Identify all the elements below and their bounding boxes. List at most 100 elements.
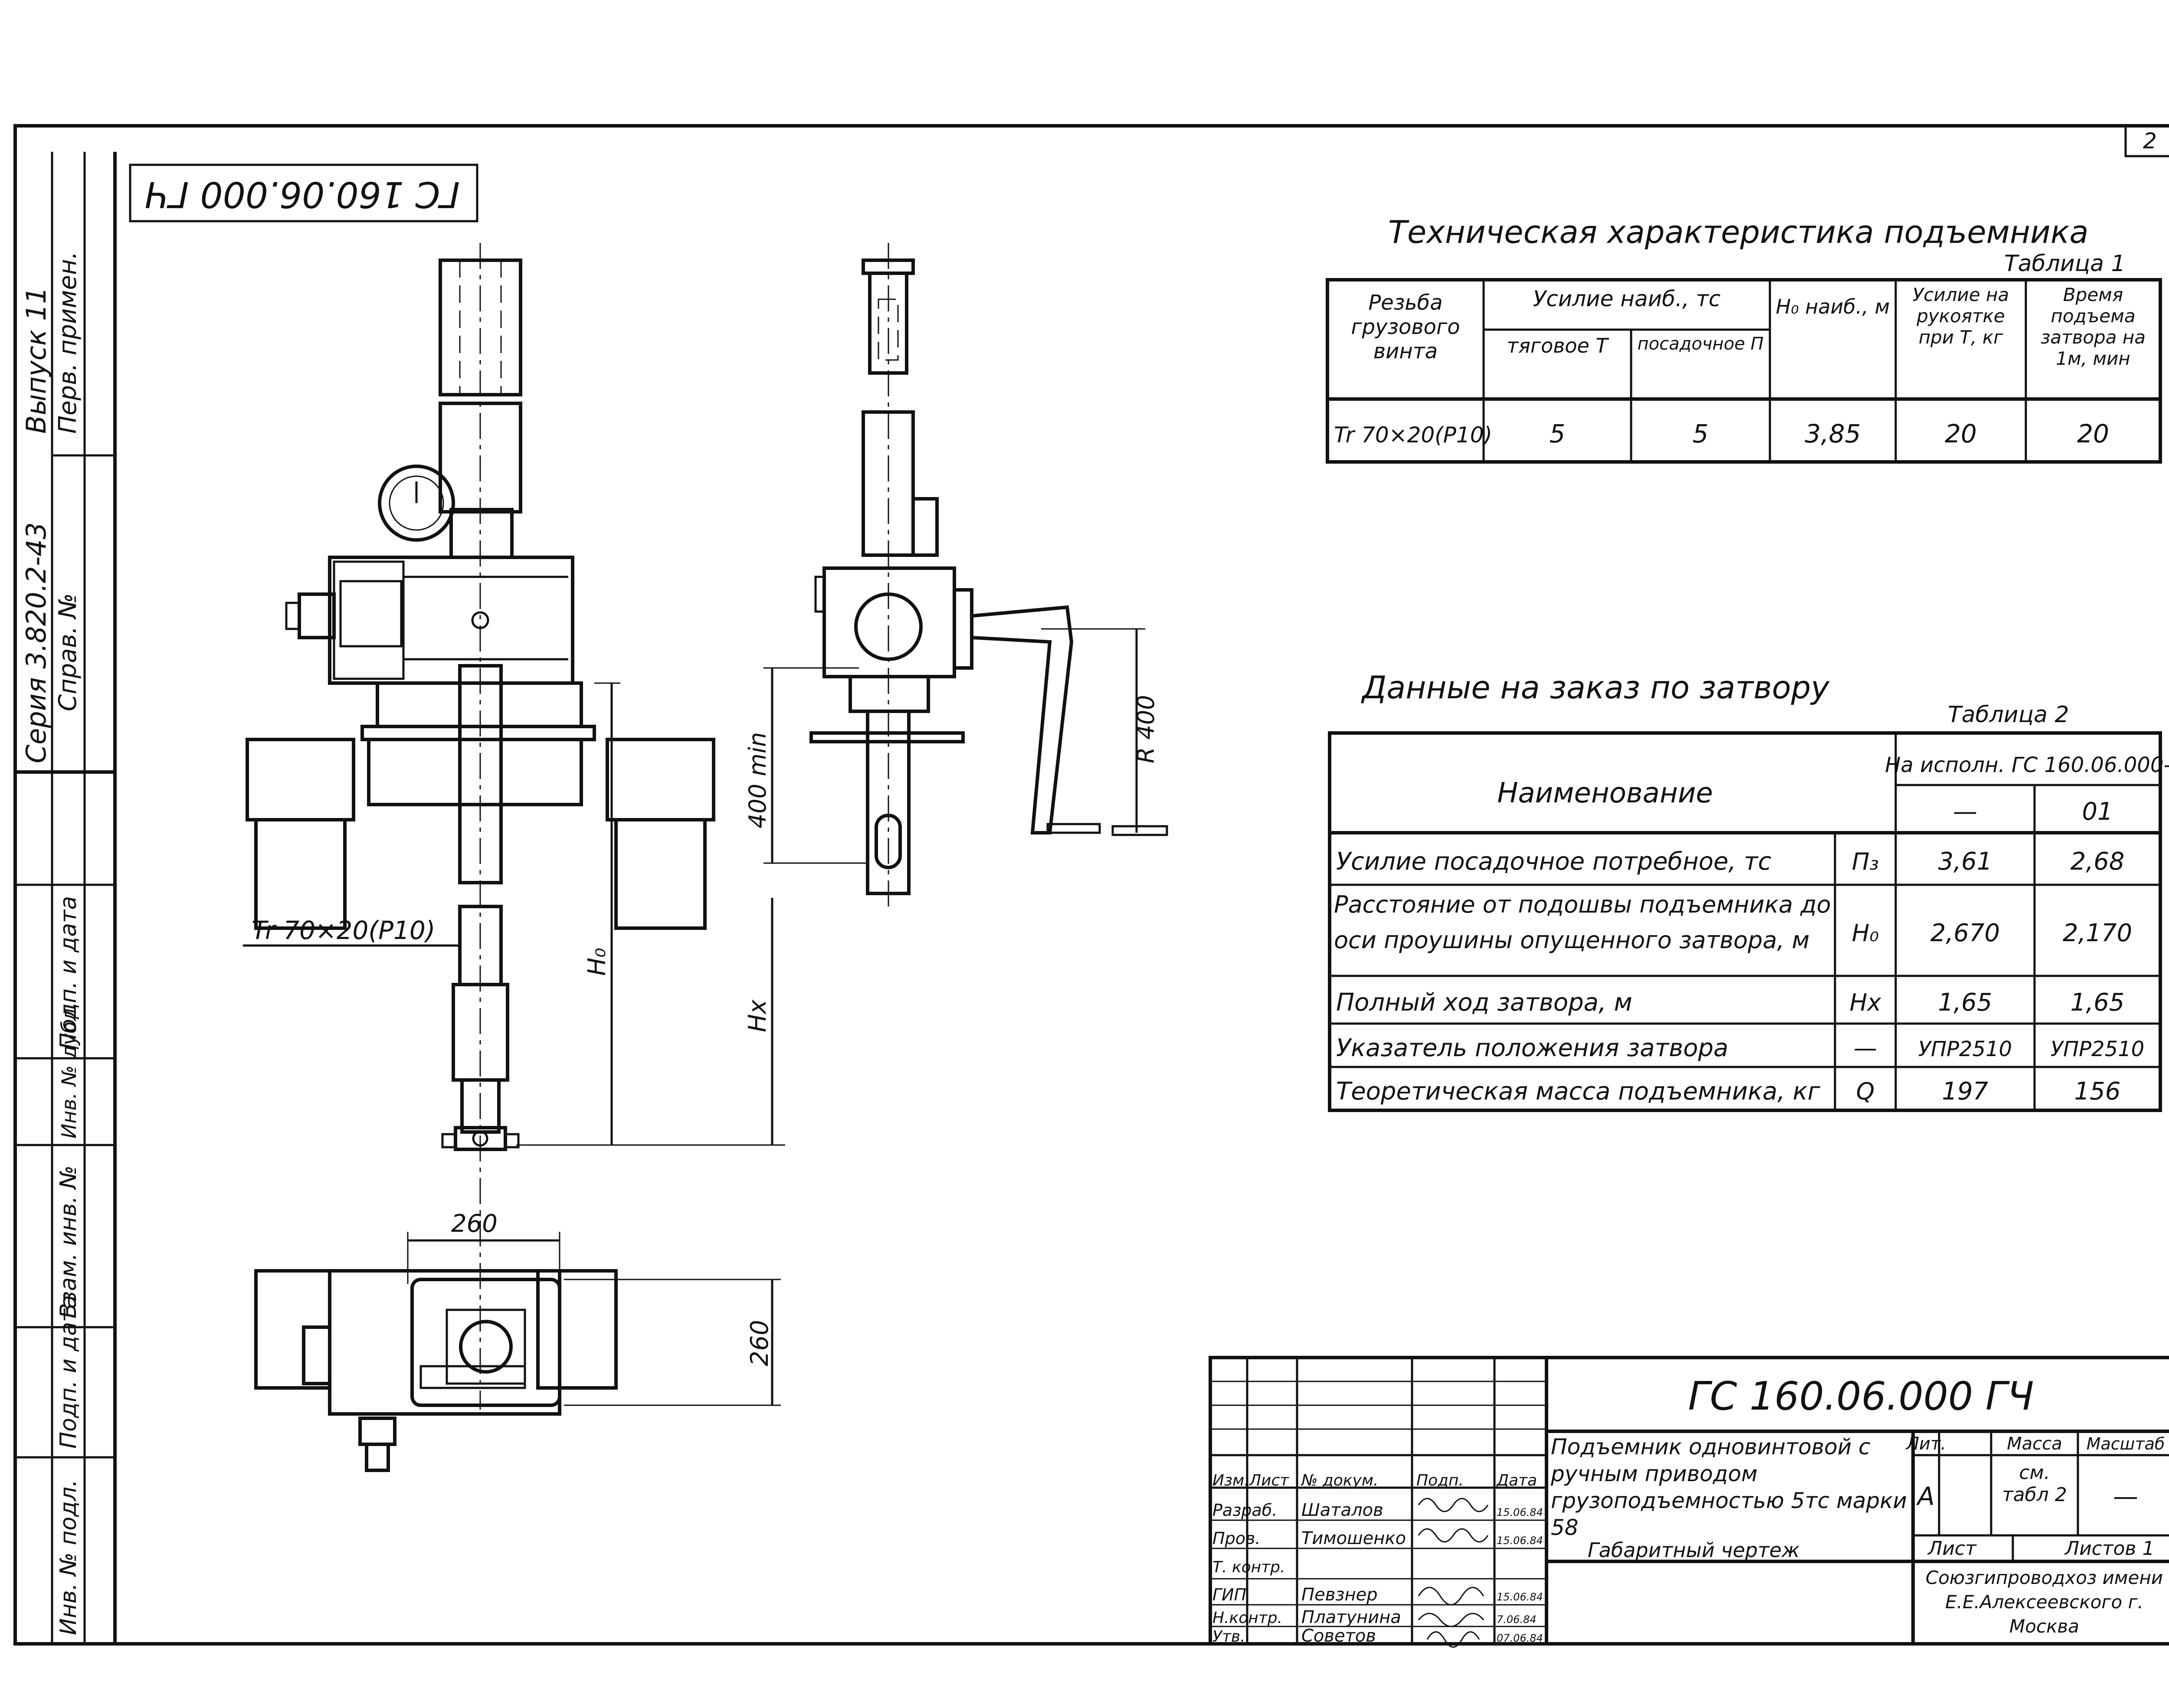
inv-dubl: Инв. № дубл. [57, 1002, 81, 1139]
t2-r4-sym: — [1854, 1034, 1877, 1062]
t2-r2-name: Расстояние от подошвы подъемника до оси … [1334, 891, 1831, 954]
t1-h-handle: Усилие на рукоятке при Т, кг [1912, 284, 2009, 348]
t1-handle: 20 [1945, 419, 1977, 448]
tb-h-list: Лист [1248, 1472, 1289, 1489]
tb-r4-name: Певзнер [1301, 1585, 1378, 1605]
tb-r1-role: Разраб. [1212, 1501, 1277, 1520]
t2-r3-v2: 1,65 [2071, 988, 2125, 1017]
t2-r5-v2: 156 [2074, 1077, 2121, 1106]
tb-lit-label: Лит. [1905, 1434, 1946, 1454]
tb-lit: А [1916, 1482, 1935, 1511]
h260-label: 260 [746, 1320, 774, 1366]
tb-r5-name: Платунина [1301, 1607, 1401, 1627]
table2-title: Данные на заказ по затвору [1361, 669, 1830, 706]
rotated-code: ГС 160.06.000 ГЧ [145, 173, 460, 215]
t1-traction: 5 [1550, 419, 1566, 448]
t2-r4-v1: УПР2510 [1918, 1037, 2012, 1061]
table-2: Данные на заказ по затвору Таблица 2 Наи… [1328, 669, 2169, 1112]
podp-data-2: Подп. и дата [56, 1295, 82, 1449]
t1-h-traction: тяговое Т [1507, 334, 1608, 357]
w260-label: 260 [451, 1210, 498, 1238]
tb-subtitle: Габаритный чертеж [1588, 1538, 1800, 1562]
title-block: ГС 160.06.000 ГЧ Подъемник одновинтовой … [1209, 1356, 2169, 1648]
thread-label: Tr 70×20(P10) [252, 916, 435, 945]
signature-3 [1418, 1587, 1484, 1606]
tb-r4-role: ГИП [1212, 1585, 1246, 1604]
tb-r6-name: Советов [1301, 1626, 1376, 1646]
tb-h-izm: Изм. [1212, 1472, 1249, 1489]
tb-sheet: Лист [1927, 1538, 1977, 1560]
tb-h-date: Дата [1496, 1472, 1537, 1489]
t2-col1: — [1953, 798, 1977, 826]
table2-label: Таблица 2 [1948, 702, 2069, 728]
tb-r2-date: 15.06.84 [1497, 1535, 1543, 1547]
t2-r5-sym: Q [1856, 1078, 1875, 1105]
r400-label: R 400 [1132, 695, 1160, 763]
t1-h-h0: H₀ наиб., м [1776, 295, 1890, 318]
t2-r3-sym: Hx [1850, 989, 1882, 1016]
t1-thread: Tr 70×20(P10) [1334, 422, 1492, 448]
t2-r1-name: Усилие посадочное потребное, тс [1336, 847, 1772, 876]
sheet-number: 2 [2143, 128, 2157, 154]
t2-r2-v2: 2,170 [2063, 919, 2132, 947]
t1-h-time: Время подъема затвора на 1м, мин [2041, 284, 2146, 369]
sheet-number-box [2124, 124, 2169, 157]
tb-scale: — [2113, 1482, 2138, 1511]
t2-r5-v1: 197 [1942, 1077, 1989, 1106]
t2-r3-v1: 1,65 [1938, 988, 1992, 1017]
tb-r2-role: Пров. [1212, 1529, 1260, 1548]
signature-5 [1426, 1631, 1480, 1648]
tb-mass-label: Масса [2007, 1434, 2062, 1454]
tb-scale-label: Масштаб [2087, 1434, 2165, 1453]
t2-col2: 01 [2082, 798, 2113, 826]
signature-2 [1418, 1528, 1489, 1543]
t2-r5-name: Теоретическая масса подъемника, кг [1336, 1077, 1821, 1106]
issue-label: Выпуск 11 [20, 287, 52, 434]
min400-label: 400 min [744, 732, 771, 828]
tb-r6-date: 07.06.84 [1497, 1632, 1543, 1644]
t1-h-thread: Резьба грузового винта [1351, 291, 1460, 363]
t1-h0: 3,85 [1805, 419, 1861, 448]
tb-org: Союзгипроводхоз имени Е.Е.Алексеевского … [1925, 1567, 2163, 1637]
t2-h-name: Наименование [1497, 777, 1713, 809]
tb-r3-role: Т. контр. [1212, 1558, 1285, 1576]
tb-r4-date: 15.06.84 [1497, 1591, 1543, 1603]
side-strip: Серия 3.820.2-43 Выпуск 11 Перв. примен.… [15, 152, 117, 1644]
tb-h-podp: Подп. [1416, 1472, 1464, 1489]
tb-r5-date: 7.06.84 [1497, 1613, 1537, 1626]
t1-landing: 5 [1693, 419, 1709, 448]
series-label: Серия 3.820.2-43 [20, 522, 52, 763]
plan-view: 260 260 [254, 1210, 781, 1472]
tb-r6-role: Утв. [1212, 1628, 1245, 1646]
tb-r1-date: 15.06.84 [1497, 1506, 1543, 1518]
tb-h-doc: № докум. [1301, 1472, 1378, 1489]
podp-data-1: Подп. и дата [56, 896, 82, 1050]
tb-r5-role: Н.контр. [1212, 1609, 1282, 1627]
t2-r4-v2: УПР2510 [2051, 1037, 2144, 1061]
table1-label: Таблица 1 [2004, 251, 2126, 277]
t2-r1-sym: П₃ [1852, 848, 1879, 875]
tb-name: Подъемник одновинтовой с ручным приводом… [1551, 1434, 1907, 1538]
t2-h-exec: На исполн. ГС 160.06.000- [1885, 753, 2169, 777]
inv-podl: Инв. № подл. [56, 1479, 82, 1635]
tb-r1-name: Шаталов [1301, 1500, 1383, 1520]
t2-r4-name: Указатель положения затвора [1336, 1034, 1728, 1062]
h0-label: H₀ [583, 948, 611, 976]
t2-r2-v1: 2,670 [1930, 919, 2000, 947]
t2-r1-v1: 3,61 [1938, 847, 1992, 876]
side-view: 400 min R 400 [744, 243, 1168, 911]
t2-r2-sym: H₀ [1852, 919, 1879, 947]
signature-1 [1418, 1498, 1489, 1512]
t1-time: 20 [2077, 419, 2109, 448]
table1-title: Техническая характеристика подъемника [1388, 214, 2088, 250]
tb-sheets: Листов 1 [2064, 1538, 2154, 1560]
t1-h-force: Усилие наиб., тс [1533, 286, 1721, 311]
perv-primen-label: Перв. примен. [54, 252, 82, 434]
tb-mass: см. табл 2 [2002, 1462, 2067, 1506]
vzam-inv: Взам. инв. № [56, 1165, 82, 1319]
signature-4 [1418, 1613, 1484, 1627]
sprav-label: Справ. № [54, 593, 82, 711]
table-1: Техническая характеристика подъемника Та… [1326, 214, 2162, 464]
tb-r2-name: Тимошенко [1301, 1528, 1406, 1548]
